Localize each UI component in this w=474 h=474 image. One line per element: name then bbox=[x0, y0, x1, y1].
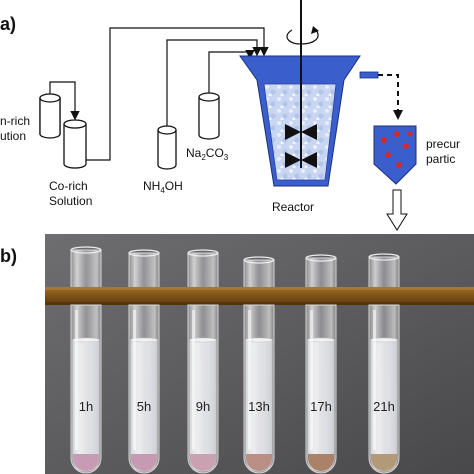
tube-label-1h: 1h bbox=[79, 399, 93, 414]
tube-top-17h bbox=[305, 254, 337, 291]
nh4oh-feed-line bbox=[166, 39, 262, 126]
panel-b: b) 1h 5h 9h 13h 17h 21h bbox=[0, 234, 474, 474]
tube-tops bbox=[70, 246, 400, 291]
precursor-label-2: partic bbox=[426, 152, 455, 166]
test-tube-9h: 9h bbox=[187, 304, 219, 474]
mn-rich-label-1: n-rich bbox=[0, 114, 30, 128]
test-tube-21h: 21h bbox=[368, 304, 400, 474]
tube-label-5h: 5h bbox=[137, 399, 151, 414]
test-tube-rack bbox=[45, 287, 474, 305]
reactor-label: Reactor bbox=[272, 200, 314, 214]
test-tube-17h: 17h bbox=[305, 304, 337, 474]
tube-label-21h: 21h bbox=[373, 399, 395, 414]
tube-top-21h bbox=[368, 253, 400, 291]
tube-label-13h: 13h bbox=[248, 399, 270, 414]
tube-top-1h bbox=[70, 246, 102, 291]
nh4oh-cylinder bbox=[157, 125, 177, 170]
mn-to-co-line bbox=[62, 81, 80, 121]
na2co3-feed-line bbox=[208, 49, 255, 93]
mn-rich-cylinder bbox=[39, 93, 61, 139]
co-rich-label-1: Co-rich bbox=[49, 179, 88, 193]
tube-label-17h: 17h bbox=[310, 399, 332, 414]
sediment-1h bbox=[73, 454, 99, 471]
tube-top-5h bbox=[128, 249, 160, 291]
co-feed-line bbox=[86, 27, 269, 161]
na2co3-cylinder bbox=[198, 92, 220, 140]
panel-b-label: b) bbox=[0, 246, 17, 266]
nh4oh-label: NH4OH bbox=[143, 179, 183, 195]
sediment-21h bbox=[371, 454, 397, 471]
sediment-5h bbox=[131, 454, 157, 471]
reactor bbox=[239, 55, 379, 187]
test-tube-5h: 5h bbox=[128, 304, 160, 474]
tube-top-13h bbox=[243, 256, 275, 291]
co-rich-label-2: Solution bbox=[49, 194, 92, 208]
precursor-label-1: precur bbox=[426, 137, 460, 151]
tube-bodies: 1h 5h 9h 13h 17h 21h bbox=[70, 304, 400, 474]
outlet-dashed-line bbox=[378, 74, 399, 112]
stirrer bbox=[285, 0, 319, 168]
hollow-down-arrow-icon bbox=[386, 189, 408, 231]
tube-label-9h: 9h bbox=[196, 399, 210, 414]
feed-lines bbox=[49, 27, 269, 161]
na2co3-label: Na2CO3 bbox=[186, 146, 229, 162]
mn-rich-label-2: ution bbox=[0, 129, 26, 143]
rotation-arrow-icon bbox=[286, 29, 319, 45]
sediment-9h bbox=[190, 454, 216, 471]
outlet-pipe bbox=[359, 71, 379, 79]
co-rich-cylinder bbox=[63, 119, 87, 169]
panel-a: a) n-rich ution Co-rich Solution NH4OH bbox=[0, 0, 460, 231]
tube-top-9h bbox=[187, 249, 219, 291]
mn-feed-line bbox=[49, 81, 62, 94]
panel-a-label: a) bbox=[0, 14, 16, 34]
sediment-17h bbox=[308, 454, 334, 471]
sediment-13h bbox=[246, 454, 272, 471]
test-tube-1h: 1h bbox=[70, 304, 102, 474]
precursor-container bbox=[373, 125, 417, 185]
outlet-arrowhead-icon bbox=[393, 110, 403, 120]
test-tube-13h: 13h bbox=[243, 304, 275, 474]
